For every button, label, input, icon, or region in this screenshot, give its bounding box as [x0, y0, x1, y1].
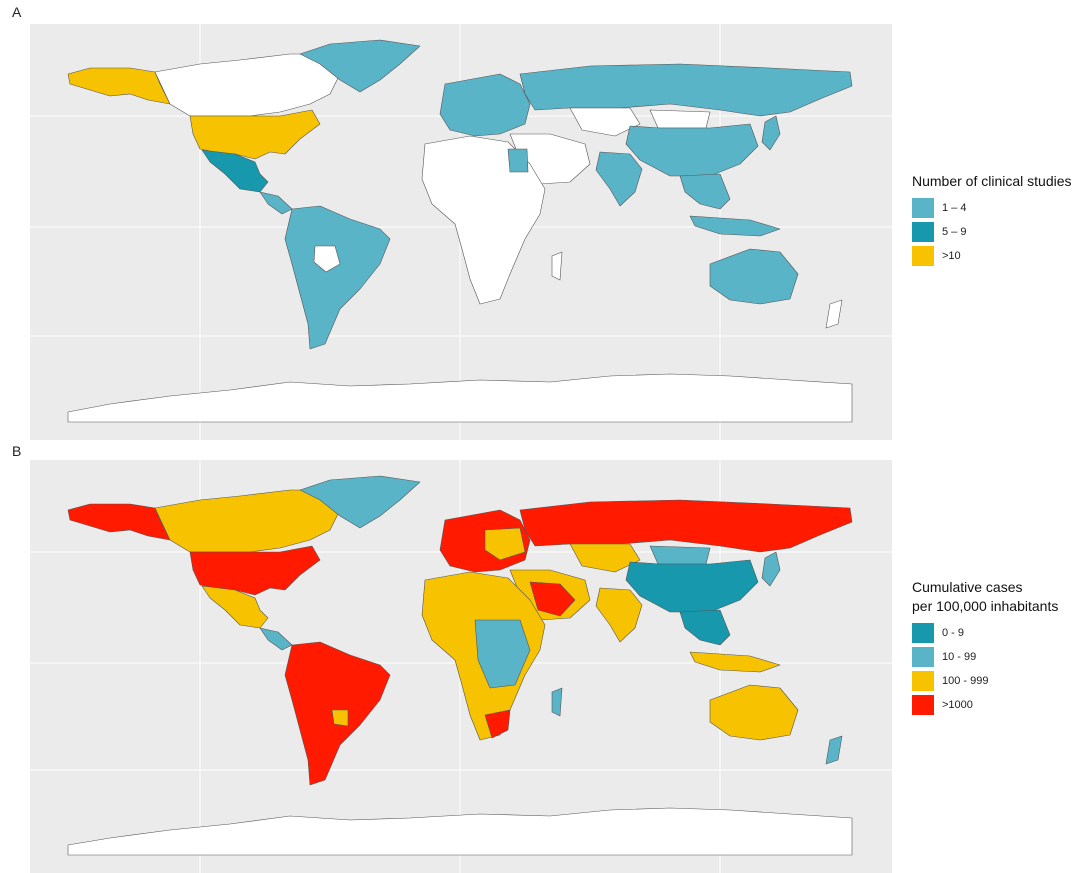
region-egypt	[507, 148, 529, 173]
region-southeast-asia	[679, 173, 731, 210]
region-japan	[761, 551, 781, 587]
region-europe	[439, 73, 531, 137]
legend-a-item: >10	[912, 245, 1072, 267]
world-map-a	[30, 24, 892, 440]
region-madagascar	[551, 251, 563, 281]
region-central-africa	[474, 619, 531, 689]
legend-a-swatch	[912, 246, 934, 266]
legend-b: Cumulative cases per 100,000 inhabitants…	[912, 578, 1058, 716]
region-indonesia	[689, 651, 781, 673]
region-china	[625, 123, 759, 177]
region-antarctica	[67, 373, 853, 423]
region-usa	[189, 545, 321, 596]
region-madagascar	[551, 687, 563, 717]
region-indonesia	[689, 215, 781, 237]
region-eastern-europe	[484, 527, 526, 561]
legend-b-label: 10 - 99	[942, 651, 977, 663]
region-australia	[709, 684, 799, 741]
region-australia	[709, 248, 799, 305]
region-mongolia	[649, 109, 711, 129]
region-russia	[519, 499, 853, 553]
region-south-america	[284, 205, 391, 350]
region-central-america	[259, 191, 293, 215]
legend-b-item: 100 - 999	[912, 670, 1058, 692]
legend-a-swatch	[912, 222, 934, 242]
world-map-b	[30, 460, 892, 873]
map-panel-b	[30, 460, 892, 873]
region-central-asia	[569, 107, 641, 137]
map-panel-a	[30, 24, 892, 440]
region-greenland	[299, 475, 421, 529]
legend-b-item: 10 - 99	[912, 646, 1058, 668]
region-southeast-asia	[679, 609, 731, 646]
legend-a-item: 5 – 9	[912, 221, 1072, 243]
region-mexico	[201, 585, 269, 629]
legend-b-item: >1000	[912, 694, 1058, 716]
region-central-america	[259, 627, 293, 651]
legend-b-label: >1000	[942, 699, 973, 711]
region-antarctica	[67, 807, 853, 856]
legend-a-title: Number of clinical studies	[912, 173, 1072, 189]
region-mongolia	[649, 545, 711, 565]
region-japan	[761, 115, 781, 151]
region-south-africa	[484, 709, 511, 739]
region-mexico	[201, 149, 269, 193]
region-canada	[154, 53, 341, 117]
legend-b-swatch	[912, 623, 934, 643]
legend-a-label: 5 – 9	[942, 226, 967, 238]
legend-b-swatch	[912, 671, 934, 691]
region-central-asia	[569, 543, 641, 573]
region-new-zealand	[825, 735, 843, 765]
region-india	[595, 587, 643, 643]
region-china	[625, 559, 759, 613]
region-paraguay	[331, 709, 349, 727]
legend-b-item: 0 - 9	[912, 622, 1058, 644]
legend-a: Number of clinical studies 1 – 4 5 – 9 >…	[912, 172, 1072, 267]
legend-b-swatch	[912, 647, 934, 667]
region-india	[595, 151, 643, 207]
region-greenland	[299, 39, 421, 93]
region-arabia	[529, 581, 576, 617]
legend-a-item: 1 – 4	[912, 197, 1072, 219]
panel-a-letter: A	[12, 4, 22, 20]
region-new-zealand	[825, 299, 843, 329]
legend-b-swatch	[912, 695, 934, 715]
legend-b-label: 0 - 9	[942, 627, 965, 639]
legend-a-label: 1 – 4	[942, 202, 967, 214]
legend-b-title: Cumulative cases per 100,000 inhabitants	[912, 579, 1059, 614]
region-usa	[189, 109, 321, 160]
legend-b-label: 100 - 999	[942, 675, 989, 687]
region-canada	[154, 489, 341, 553]
region-alaska	[67, 503, 171, 541]
region-alaska	[67, 67, 171, 105]
legend-a-swatch	[912, 198, 934, 218]
panel-b-letter: B	[12, 443, 22, 459]
legend-a-label: >10	[942, 250, 961, 262]
region-russia	[519, 63, 853, 117]
region-bolivia	[313, 245, 341, 273]
